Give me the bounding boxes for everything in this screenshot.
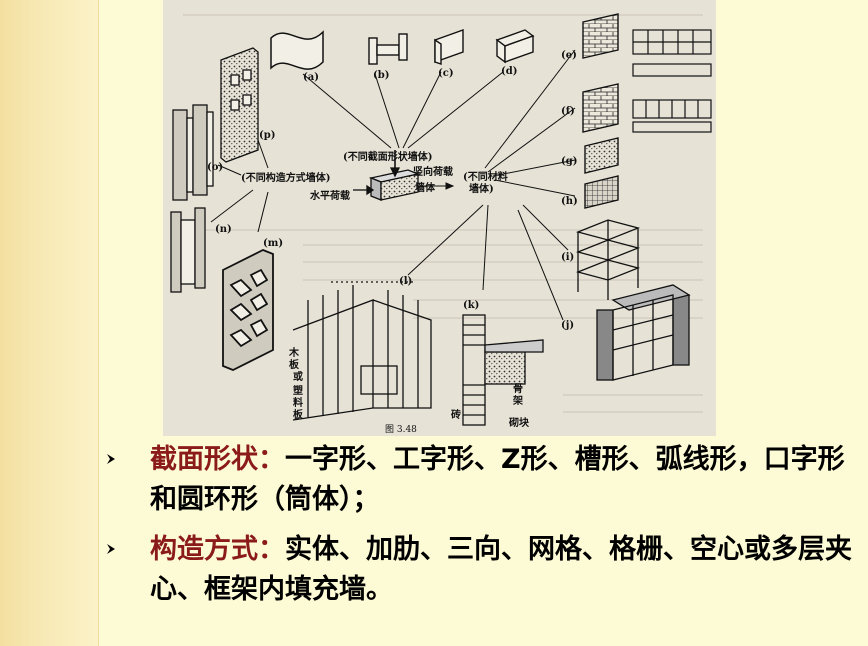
svg-text:木: 木: [288, 346, 300, 359]
letter-h: (h): [561, 196, 578, 207]
letter-m: (m): [263, 238, 283, 249]
concrete-wall-sample: [584, 137, 619, 174]
curved-wall: [270, 30, 324, 70]
brick-wall-sample-2: [582, 83, 619, 133]
letter-e: (e): [561, 50, 577, 61]
svg-text:板: 板: [289, 358, 300, 371]
connector-lines: [210, 49, 576, 321]
label-wood-board: 木 板 或 塑 料 板: [288, 346, 304, 421]
letter-g: (g): [561, 156, 577, 167]
label-vertical-load: 竖向荷载: [413, 165, 453, 178]
svg-text:或: 或: [293, 370, 303, 383]
channel-wall: [434, 29, 464, 65]
frame-structure: [575, 219, 641, 300]
wood-frame-corner: [292, 281, 432, 421]
wall-types-diagram: (不同截面形状墙体) 竖向荷载 水平荷载 墙体 (不同构造方式墙体) (不同材料…: [170, 13, 712, 435]
hollow-wall: [220, 47, 259, 163]
brick-wall-sample: [582, 13, 619, 59]
svg-text:板: 板: [293, 408, 304, 421]
svg-text:塑: 塑: [293, 384, 303, 397]
tube-structure: [596, 284, 691, 381]
left-decorative-band: [0, 0, 99, 646]
loaded-wall-model: [353, 150, 421, 201]
letter-j: (j): [561, 320, 574, 331]
bullet-term: 构造方式：: [150, 534, 285, 565]
svg-text:骨: 骨: [513, 383, 523, 395]
letter-i: (i): [561, 252, 574, 263]
letter-d: (d): [501, 66, 517, 77]
svg-text:料: 料: [293, 396, 303, 409]
i-shape-wall: [368, 33, 408, 65]
label-cross-section: (不同截面形状墙体): [343, 150, 432, 163]
label-wall: 墙体: [415, 181, 436, 194]
label-skeleton: 骨 架: [512, 383, 523, 407]
letter-a: (a): [303, 72, 319, 83]
arrow-bullet-icon: [107, 544, 115, 554]
arrow-bullet-icon: [107, 454, 115, 464]
bullet-text: 实体、加肋、三向、网格、格栅、空心或多层夹心、框架内填充墙。: [150, 534, 852, 605]
masonry-detail: [462, 314, 544, 426]
label-brick: 砖: [451, 408, 461, 421]
letter-c: (c): [438, 68, 454, 79]
bullet-construction: 构造方式：实体、加肋、三向、网格、格栅、空心或多层夹心、框架内填充墙。: [104, 530, 854, 610]
bullet-term: 截面形状：: [150, 444, 285, 475]
wall-plan-drawings: [632, 29, 712, 133]
letter-l: (l): [399, 276, 412, 287]
ribbed-wall: [172, 104, 214, 201]
letter-f: (f): [561, 106, 575, 117]
label-material-2: 墙体): [469, 182, 494, 195]
label-material-1: (不同材料: [463, 170, 508, 183]
bullet-cross-section: 截面形状：一字形、工字形、Z形、槽形、弧线形，口字形和圆环形（筒体）；: [104, 440, 854, 520]
letter-b: (b): [373, 70, 389, 81]
label-construction: (不同构造方式墙体): [241, 171, 330, 184]
letter-p: (p): [259, 130, 275, 141]
lattice-wall: [222, 249, 274, 371]
wall-types-figure: (不同截面形状墙体) 竖向荷载 水平荷载 墙体 (不同构造方式墙体) (不同材料…: [163, 0, 716, 436]
letter-o: (o): [207, 162, 223, 173]
box-wall: [495, 29, 535, 64]
letter-n: (n): [215, 224, 232, 235]
figure-caption: 图 3.48: [385, 424, 417, 435]
block-wall-sample: [584, 175, 619, 209]
letter-k: (k): [463, 300, 479, 311]
label-horizontal-load: 水平荷载: [309, 189, 350, 202]
svg-text:架: 架: [512, 394, 523, 407]
bullet-list: 截面形状：一字形、工字形、Z形、槽形、弧线形，口字形和圆环形（筒体）； 构造方式…: [104, 440, 854, 610]
bullet-text: 一字形、工字形、Z形、槽形、弧线形，口字形和圆环形（筒体）；: [150, 444, 845, 515]
i-section-wall: [170, 207, 206, 293]
label-block: 砌块: [508, 416, 530, 429]
